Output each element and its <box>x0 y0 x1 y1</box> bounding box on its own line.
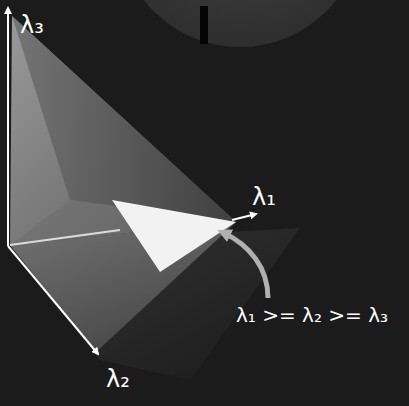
lambda2-axis <box>8 246 98 354</box>
axis-label: λ₂ <box>106 366 130 392</box>
side-face <box>12 16 236 222</box>
axis-label: λ₁ <box>252 184 276 210</box>
front-face <box>10 200 236 352</box>
ordered-region-triangle <box>112 200 236 272</box>
ordering-note: λ₁ >= λ₂ >= λ₃ <box>236 304 388 326</box>
disc-bar <box>200 6 208 44</box>
pointer-arrow <box>222 232 268 298</box>
lambda1-axis-line <box>10 230 120 245</box>
axis-label: λ₃ <box>20 12 44 38</box>
lambda3-axis <box>7 8 9 246</box>
lambda1-axis <box>232 214 256 220</box>
top-disc <box>118 0 362 47</box>
